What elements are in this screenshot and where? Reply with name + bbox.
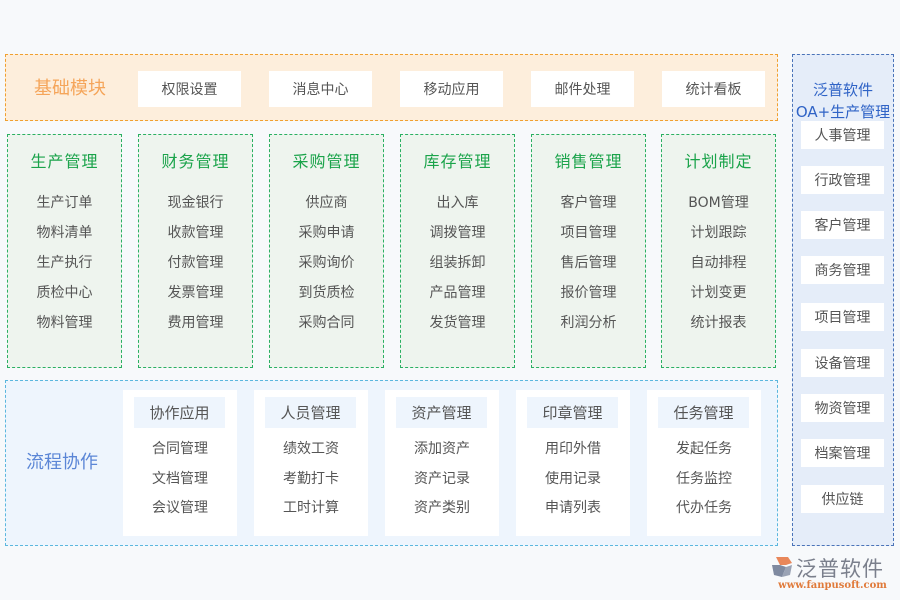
module-title: 采购管理 [292,152,361,171]
module-item[interactable]: 发货管理 [429,315,486,331]
card-item[interactable]: 代办任务 [676,500,732,516]
process-collab-panel: 流程协作 协作应用 合同管理 文档管理 会议管理 人员管理 绩效工资 考勤打卡 … [5,380,778,546]
module-item[interactable]: 收款管理 [167,225,224,241]
module-item[interactable]: 产品管理 [429,285,486,301]
module-item[interactable]: 生产订单 [36,195,93,211]
module-item[interactable]: 物料清单 [36,225,93,241]
module-item[interactable]: 发票管理 [167,285,224,301]
module-item[interactable]: 出入库 [436,195,479,211]
sidebar-item-customer[interactable]: 客户管理 [801,211,884,239]
card-seals: 印章管理 用印外借 使用记录 申请列表 [516,390,630,536]
module-item[interactable]: 质检中心 [36,285,93,301]
module-item[interactable]: 客户管理 [560,195,617,211]
module-item[interactable]: 自动排程 [690,255,747,271]
module-item[interactable]: 调拨管理 [429,225,486,241]
card-item[interactable]: 使用记录 [545,471,601,487]
module-item[interactable]: 项目管理 [560,225,617,241]
card-personnel: 人员管理 绩效工资 考勤打卡 工时计算 [254,390,368,536]
module-item[interactable]: 采购询价 [298,255,355,271]
card-item[interactable]: 会议管理 [152,500,208,516]
basic-item-mobile[interactable]: 移动应用 [400,71,503,107]
module-item[interactable]: 计划跟踪 [690,225,747,241]
card-title[interactable]: 任务管理 [658,397,749,428]
card-item[interactable]: 考勤打卡 [283,471,339,487]
sidebar-item-equipment[interactable]: 设备管理 [801,349,884,377]
module-item[interactable]: 报价管理 [560,285,617,301]
basic-item-messages[interactable]: 消息中心 [269,71,372,107]
module-finance: 财务管理 现金银行 收款管理 付款管理 发票管理 费用管理 [138,134,253,368]
logo-mark-icon [772,557,792,577]
basic-item-permissions[interactable]: 权限设置 [138,71,241,107]
card-title[interactable]: 人员管理 [265,397,356,428]
card-item[interactable]: 申请列表 [545,500,601,516]
card-title[interactable]: 印章管理 [527,397,618,428]
module-item[interactable]: 付款管理 [167,255,224,271]
module-title: 计划制定 [684,152,753,171]
card-item[interactable]: 工时计算 [283,500,339,516]
card-item[interactable]: 用印外借 [545,441,601,457]
module-item[interactable]: 供应商 [305,195,348,211]
card-item[interactable]: 文档管理 [152,471,208,487]
basic-item-dashboard[interactable]: 统计看板 [662,71,765,107]
module-title: 库存管理 [423,152,492,171]
module-item[interactable]: 统计报表 [690,315,747,331]
module-item[interactable]: 利润分析 [560,315,617,331]
card-item[interactable]: 绩效工资 [283,441,339,457]
logo-url: www.fanpusoft.com [778,580,887,591]
basic-module-panel: 基础模块 权限设置 消息中心 移动应用 邮件处理 统计看板 [5,54,778,121]
sidebar-item-archives[interactable]: 档案管理 [801,439,884,467]
module-item[interactable]: BOM管理 [688,195,749,211]
module-item[interactable]: 组装拆卸 [429,255,486,271]
oa-sidebar: 泛普软件 OA+生产管理 人事管理 行政管理 客户管理 商务管理 项目管理 设备… [792,54,894,546]
card-item[interactable]: 资产类别 [414,500,470,516]
module-purchase: 采购管理 供应商 采购申请 采购询价 到货质检 采购合同 [269,134,384,368]
module-title: 销售管理 [554,152,623,171]
basic-item-mail[interactable]: 邮件处理 [531,71,634,107]
card-item[interactable]: 合同管理 [152,441,208,457]
module-item[interactable]: 售后管理 [560,255,617,271]
sidebar-item-project[interactable]: 项目管理 [801,303,884,331]
card-item[interactable]: 发起任务 [676,441,732,457]
sidebar-item-materials[interactable]: 物资管理 [801,394,884,422]
card-item[interactable]: 任务监控 [676,471,732,487]
card-title[interactable]: 协作应用 [134,397,225,428]
module-inventory: 库存管理 出入库 调拨管理 组装拆卸 产品管理 发货管理 [400,134,515,368]
module-sales: 销售管理 客户管理 项目管理 售后管理 报价管理 利润分析 [531,134,646,368]
module-item[interactable]: 物料管理 [36,315,93,331]
module-title: 财务管理 [161,152,230,171]
module-item[interactable]: 现金银行 [167,195,224,211]
sidebar-title-brand: 泛普软件 [812,81,873,99]
card-item[interactable]: 资产记录 [414,471,470,487]
module-item[interactable]: 到货质检 [298,285,355,301]
sidebar-item-hr[interactable]: 人事管理 [801,121,884,149]
card-assets: 资产管理 添加资产 资产记录 资产类别 [385,390,499,536]
module-planning: 计划制定 BOM管理 计划跟踪 自动排程 计划变更 统计报表 [661,134,776,368]
sidebar-item-admin[interactable]: 行政管理 [801,166,884,194]
sidebar-item-supply-chain[interactable]: 供应链 [801,485,884,513]
sidebar-item-business[interactable]: 商务管理 [801,256,884,284]
module-title: 生产管理 [30,152,99,171]
module-production: 生产管理 生产订单 物料清单 生产执行 质检中心 物料管理 [7,134,122,368]
card-item[interactable]: 添加资产 [414,441,470,457]
logo-name: 泛普软件 [796,557,884,581]
module-item[interactable]: 采购合同 [298,315,355,331]
module-item[interactable]: 费用管理 [167,315,224,331]
sidebar-title: 泛普软件 OA+生产管理 [789,79,897,123]
basic-module-title: 基础模块 [34,78,106,99]
module-item[interactable]: 计划变更 [690,285,747,301]
card-title[interactable]: 资产管理 [396,397,487,428]
module-item[interactable]: 采购申请 [298,225,355,241]
card-collab-apps: 协作应用 合同管理 文档管理 会议管理 [123,390,237,536]
brand-logo: 泛普软件 www.fanpusoft.com [770,553,895,597]
process-collab-title: 流程协作 [26,452,98,473]
sidebar-title-subtitle: OA+生产管理 [795,103,891,121]
card-tasks: 任务管理 发起任务 任务监控 代办任务 [647,390,761,536]
module-item[interactable]: 生产执行 [36,255,93,271]
